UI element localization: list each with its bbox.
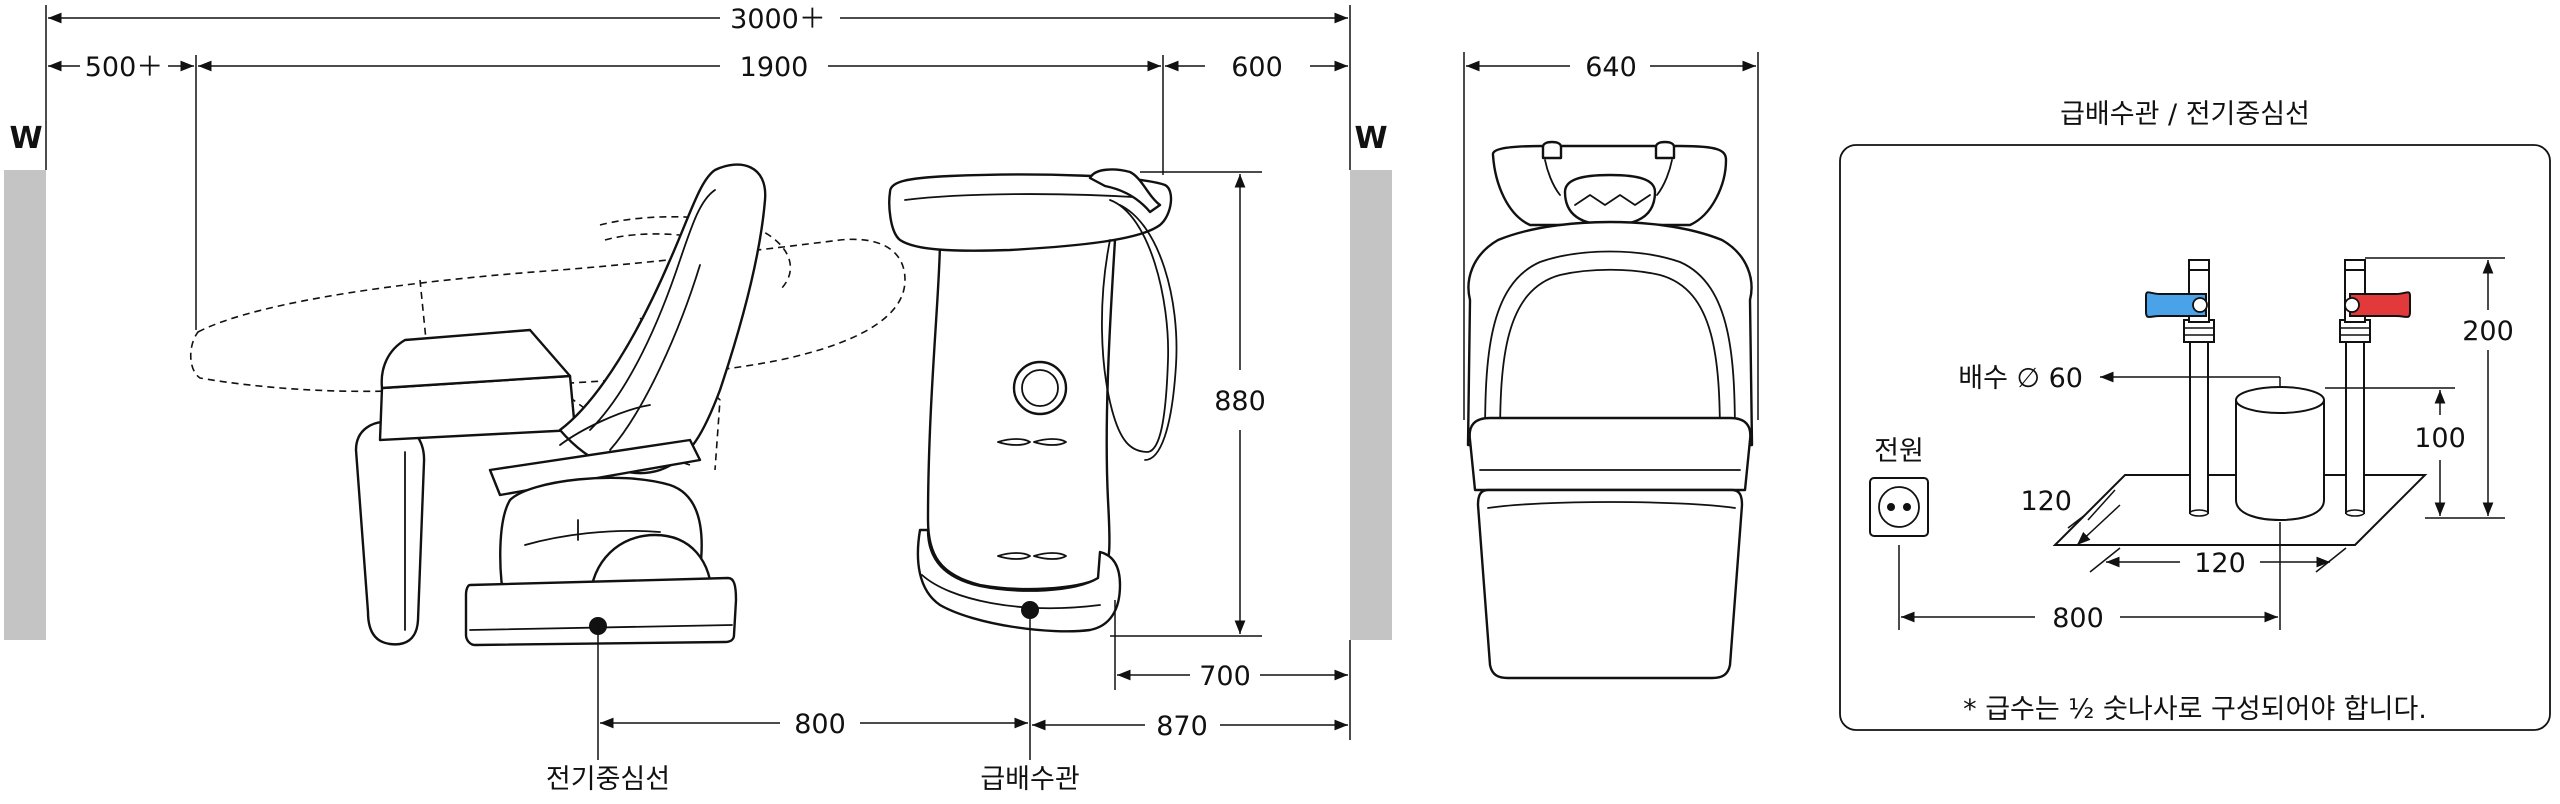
front-clearance-label: 500＋	[85, 52, 164, 83]
drain-pipe	[2235, 386, 2325, 522]
hot-water-pipe	[2339, 259, 2411, 517]
power-offset-dimension: 800	[1901, 522, 2281, 634]
floor-depth-dimension: 700	[1114, 600, 1348, 692]
front-view-unit	[1466, 140, 1754, 680]
cold-handle	[2145, 291, 2207, 318]
pipe-height-label: 200	[2462, 316, 2514, 347]
bowl-width-label: 640	[1585, 52, 1637, 83]
power-outlet-icon	[1869, 477, 1929, 537]
total-width-label: 3000＋	[730, 4, 826, 35]
left-wall	[4, 170, 46, 640]
pipe-height-dimension: 200	[2365, 257, 2514, 519]
drain-offset-dimension: 800	[600, 709, 1028, 740]
shampoo-chair-side	[354, 163, 767, 760]
drain-height-dimension: 100	[2325, 387, 2466, 516]
floor-depth-label: 700	[1199, 661, 1251, 692]
detail-title: 급배수관 / 전기중심선	[2060, 99, 2310, 130]
chair-length-label: 1900	[740, 52, 809, 83]
base-width-label: 120	[2194, 548, 2246, 579]
front-clearance-dimension: 500＋	[48, 52, 197, 330]
supply-offset-dimension: 870	[1032, 640, 1351, 742]
right-wall	[1350, 170, 1392, 640]
drain-height-label: 100	[2414, 423, 2466, 454]
chair-length-dimension: 1900	[198, 52, 1164, 175]
unit-height-label: 880	[1214, 386, 1266, 417]
base-depth-dimension: 120	[2020, 486, 2121, 546]
electric-center-label: 전기중심선	[546, 764, 670, 795]
hot-handle	[2349, 291, 2411, 318]
unit-height-dimension: 880	[1110, 171, 1266, 637]
shampoo-bowl-side	[888, 168, 1178, 760]
right-wall-label: W	[1354, 121, 1387, 156]
base-width-dimension: 120	[2089, 547, 2347, 579]
left-wall-label: W	[9, 121, 42, 156]
rear-clearance-dimension: 600	[1165, 52, 1348, 83]
power-offset-label: 800	[2052, 603, 2104, 634]
bowl-width-dimension: 640	[1463, 52, 1759, 420]
drain-label: 배수 ∅ 60	[1958, 363, 2083, 394]
total-width-dimension: 3000＋	[45, 4, 1351, 170]
drain-offset-label: 800	[794, 709, 846, 740]
water-supply-label: 급배수관	[980, 764, 1079, 795]
detail-note: * 급수는 ½ 숫나사로 구성되어야 합니다.	[1963, 694, 2427, 725]
detail-panel	[1839, 144, 2551, 731]
base-depth-label: 120	[2020, 486, 2072, 517]
supply-offset-label: 870	[1156, 711, 1208, 742]
cold-water-pipe	[2145, 259, 2215, 517]
rear-clearance-label: 600	[1231, 52, 1283, 83]
power-label: 전원	[1874, 436, 1924, 467]
